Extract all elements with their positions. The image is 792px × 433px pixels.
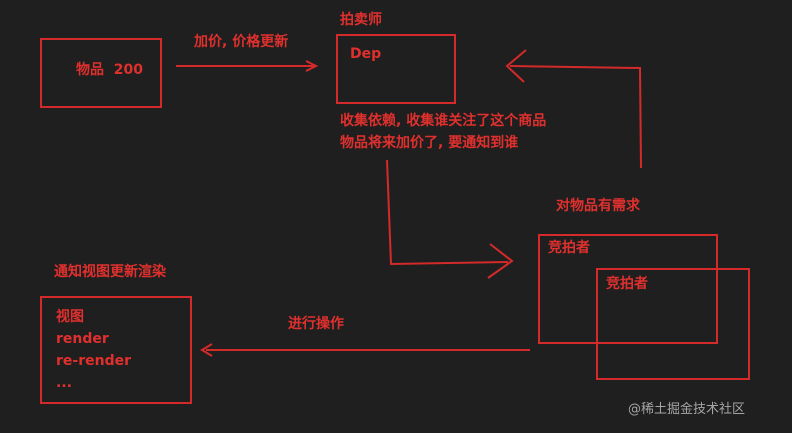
watermark: @稀土掘金技术社区 [628,402,746,417]
view-line: render [56,331,109,347]
view-title: 通知视图更新渲染 [54,264,166,280]
view-line: re-render [56,353,131,369]
view-box [40,296,192,404]
dependency-note: 收集依赖, 收集谁关注了这个商品 物品将来加价了, 要通知到谁 [340,110,546,154]
dependency-note-line: 收集依赖, 收集谁关注了这个商品 [340,113,547,129]
view-line: 视图 [56,309,84,325]
arrowhead-auctioneer-to-bidders [487,243,514,279]
bidders-title: 对物品有需求 [556,198,640,214]
item-label: 物品 200 [76,62,143,78]
bidder-label-2: 竞拍者 [606,276,648,292]
bidder-label-1: 竞拍者 [548,240,590,256]
item-box [40,38,162,108]
arrow-bidders-to-auctioneer [509,65,642,169]
arrowhead-bidders-to-view [200,343,213,357]
auctioneer-title: 拍卖师 [340,12,382,28]
dependency-note-line: 物品将来加价了, 要通知到谁 [340,135,519,151]
auctioneer-box [336,34,456,104]
arrow-auctioneer-to-bidders [386,159,509,266]
view-lines: 视图 render re-render ... [56,306,131,394]
view-line: ... [56,375,72,391]
arrowhead-item-to-auctioneer [305,60,319,72]
arrowhead-bidders-to-auctioneer [505,49,527,83]
bidder-box-2 [596,268,750,380]
bidder-box-1 [538,234,718,344]
dep-label: Dep [350,46,382,62]
price-update-label: 加价, 价格更新 [194,34,289,50]
operate-label: 进行操作 [288,316,344,332]
